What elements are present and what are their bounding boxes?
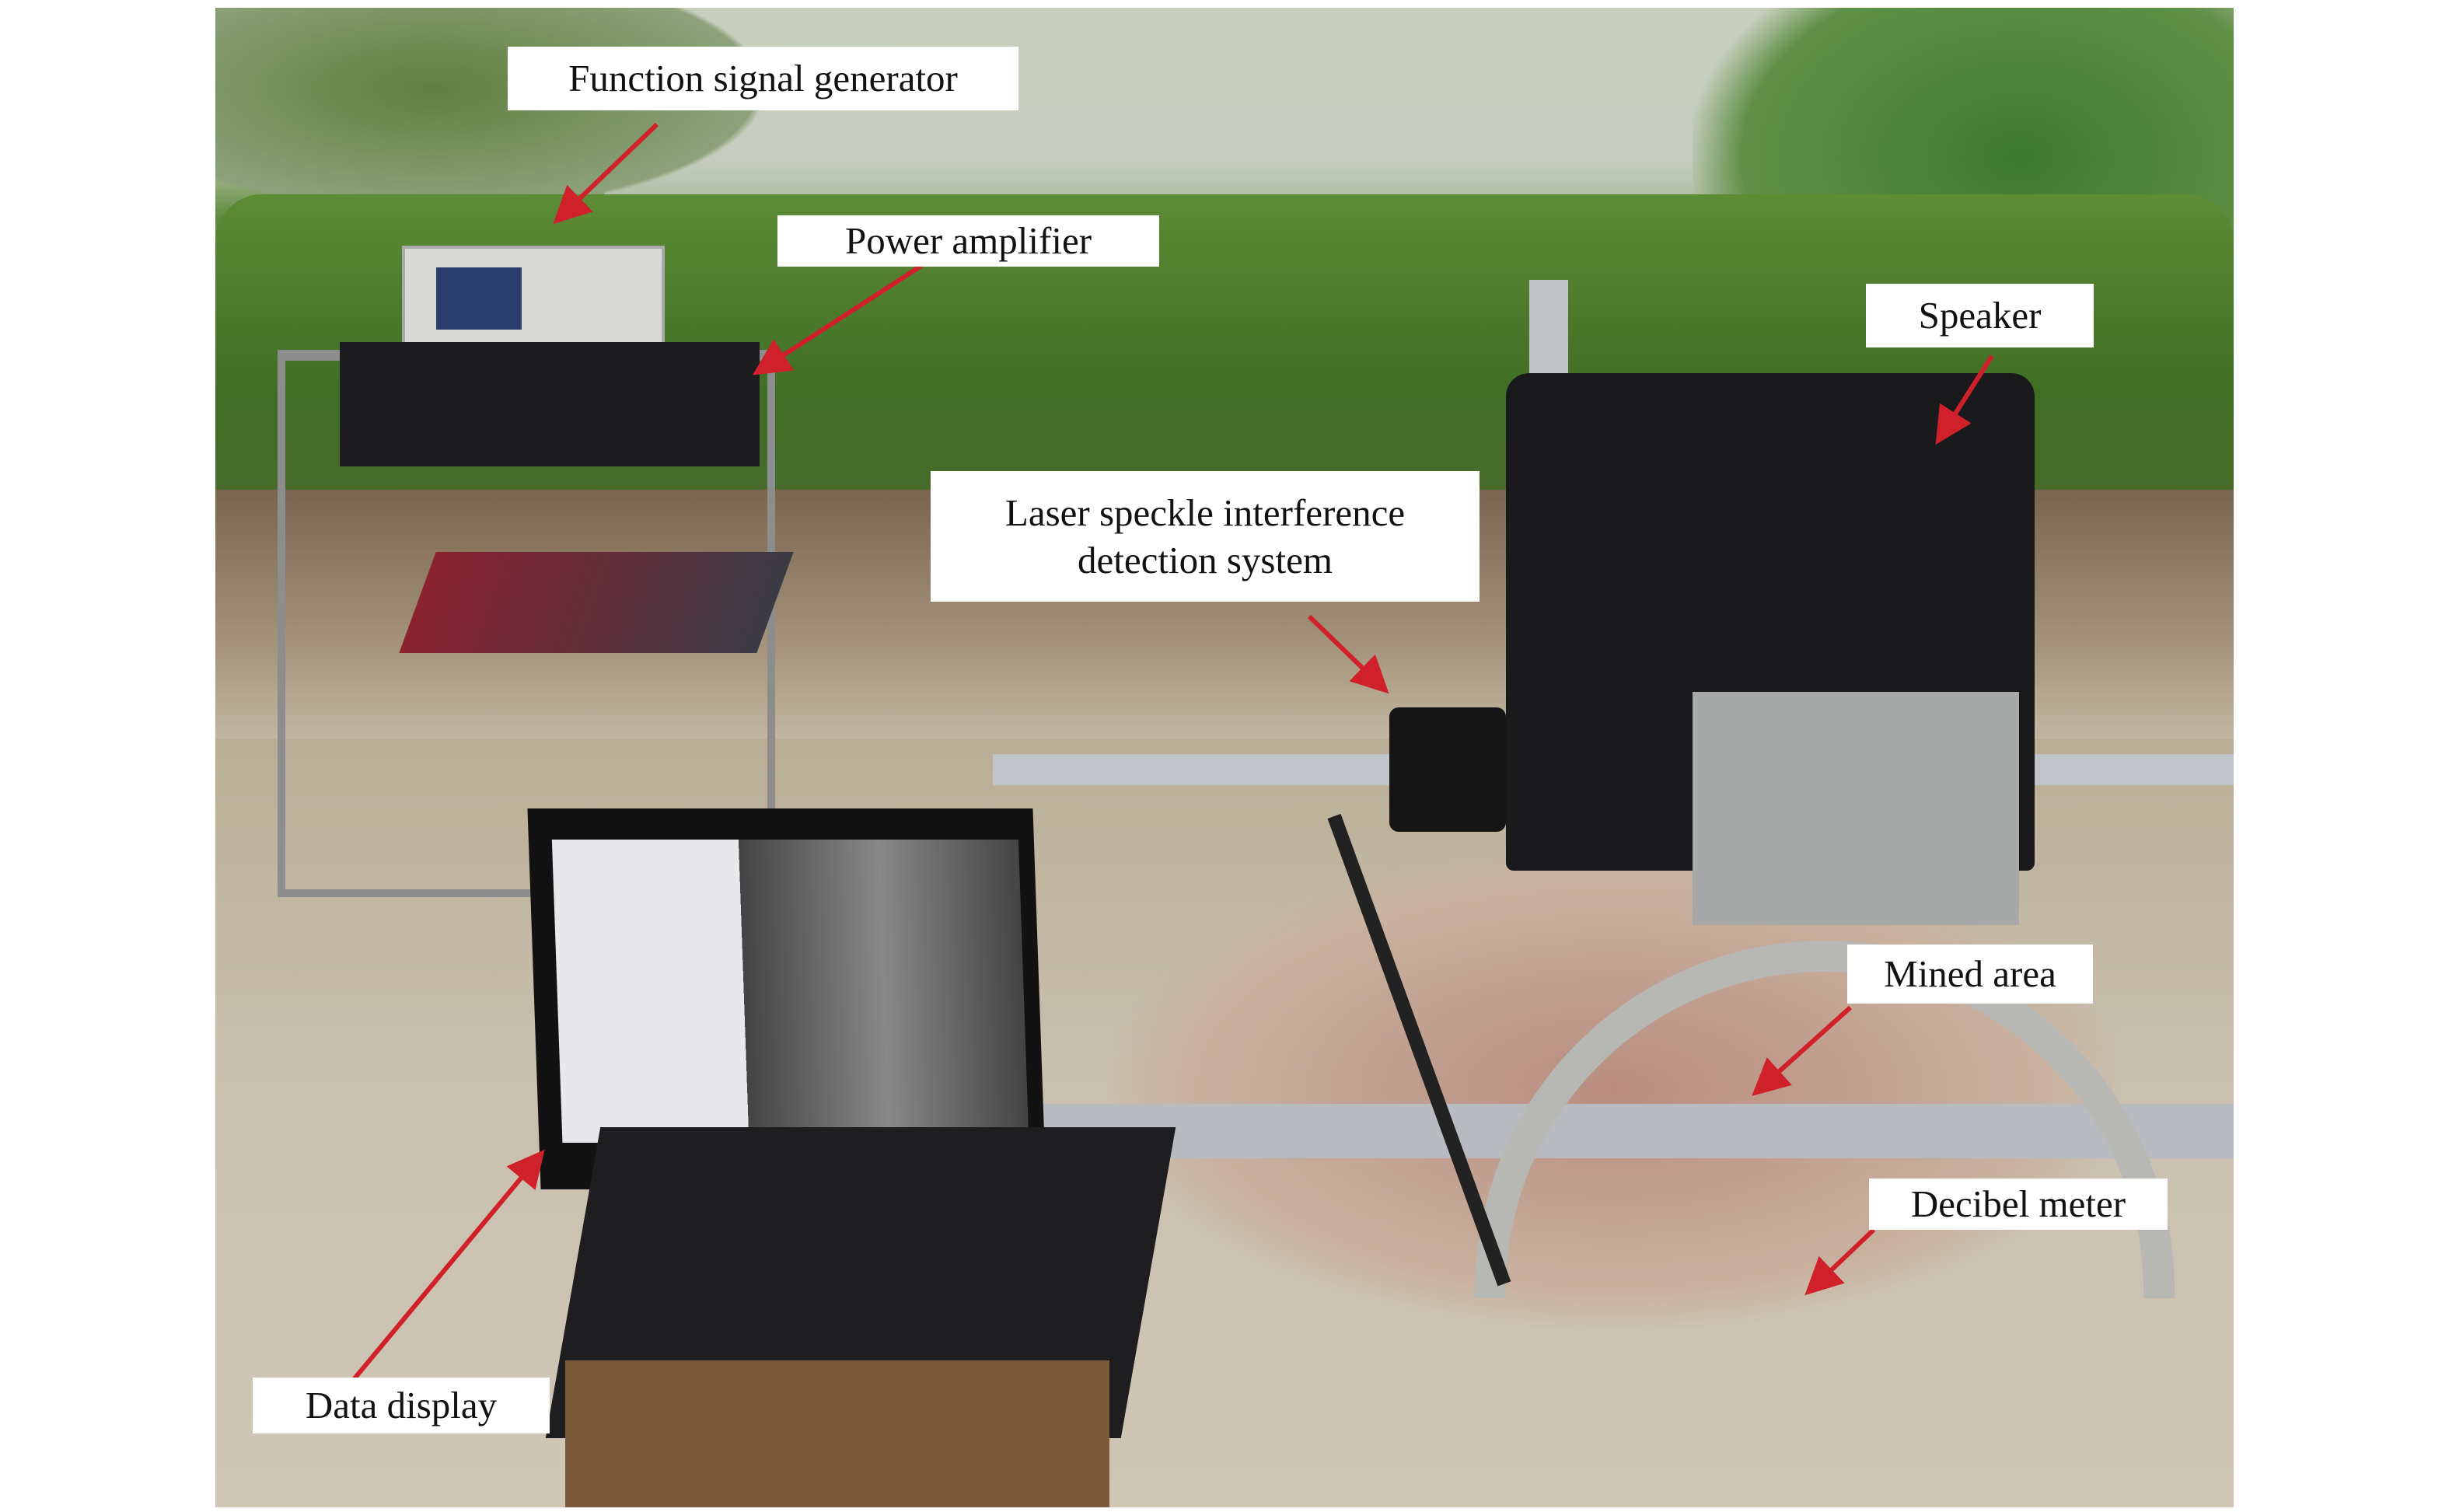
arrow-function-signal-generator [553,122,659,225]
arrow-power-amplifier [752,264,923,375]
arrow-speaker [1935,354,1994,445]
table [565,1360,1109,1507]
label-function-signal-generator: Function signal generator [508,47,1018,110]
arrow-mined-area [1752,1005,1853,1097]
arrow-decibel-meter [1804,1227,1876,1296]
label-laser-line1: Laser speckle interference [1004,491,1406,534]
label-speaker: Speaker [1866,284,2094,347]
signal-generator [402,246,665,361]
label-mined-area: Mined area [1847,945,2093,1004]
label-decibel-meter: Decibel meter [1869,1179,2168,1230]
arrow-laser-system [1307,614,1389,694]
speaker-plate [1693,692,2019,925]
label-power-amplifier: Power amplifier [777,215,1159,267]
label-data-display: Data display [253,1378,550,1433]
arrow-data-display [349,1149,545,1384]
label-laser-speckle-system: Laser speckle interference detection sys… [931,471,1480,602]
label-laser-line2: detection system [1078,539,1333,581]
power-amplifier [340,342,760,466]
camera [1389,707,1506,832]
